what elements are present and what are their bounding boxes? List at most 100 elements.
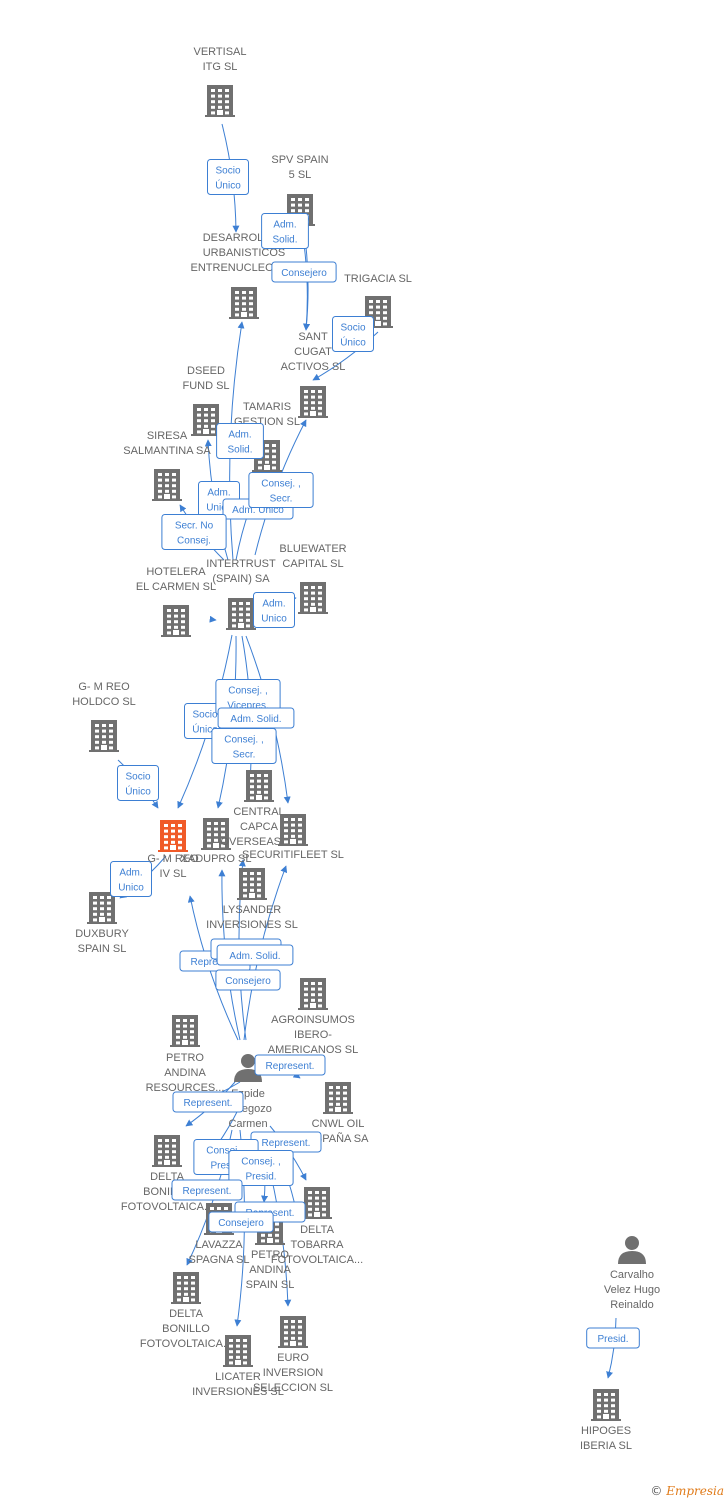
edge-label[interactable]: Represent. [172,1091,244,1113]
node-xadupro[interactable]: XADUPRO SL [181,818,252,865]
edge-label-text: Represent. [183,1186,232,1197]
node-label: INTERTRUST(SPAIN) SA [206,558,276,585]
building-icon [298,978,328,1010]
edge-label-text: Adm. Unico [232,505,284,516]
building-icon [278,1316,308,1348]
edge-label[interactable]: Adm. Solid. [217,707,295,729]
node-label: XADUPRO SL [181,853,252,865]
edge-label[interactable]: Adm.Unico [253,592,295,628]
edge-label-text: Adm.Unico [206,488,232,514]
edge-label[interactable]: Consej. ,Secr. [211,728,277,764]
building-icon [171,1272,201,1304]
building-icon [152,469,182,501]
building-icon [89,720,119,752]
edge-label-text: Consejero [225,976,271,987]
node-securitifleet[interactable]: SECURITIFLEET SL [242,814,344,861]
edge-label-text: Adm.Unico [261,599,287,625]
edge-label[interactable]: Adm.Solid. [216,423,264,459]
edge-label[interactable]: Consejero [215,969,281,991]
edge-label[interactable]: Consej. ,Presid. [228,1150,294,1186]
edge-label[interactable]: Consej. ,Secr. [248,472,314,508]
edge-label-text: Consej. ,Secr. [224,735,263,761]
edge-label[interactable]: Adm.Unico [110,861,152,897]
building-icon [591,1389,621,1421]
building-icon [244,770,274,802]
highlighted-building-icon [158,820,188,852]
node-intertrust[interactable]: INTERTRUST(SPAIN) SA [206,558,276,630]
brand-logo[interactable]: Empresia [666,1484,724,1498]
building-icon [87,892,117,924]
edge-label[interactable]: Consejero [271,261,337,283]
edge-label[interactable]: Consejero [208,1211,274,1233]
edge-label-text: Adm.Solid. [227,430,252,456]
edge-label-text: Consej. ,Presid. [241,1157,280,1183]
building-icon [237,868,267,900]
building-icon [223,1335,253,1367]
edge-label-text: Consejero [281,268,327,279]
building-icon [323,1082,353,1114]
edge-label[interactable]: Adm. Solid. [216,944,294,966]
building-icon [191,404,221,436]
edge-label-text: Consej. ,Secr. [261,479,300,505]
copyright-icon: © [650,1484,663,1498]
building-icon [170,1015,200,1047]
edge-label-text: Consejero [218,1218,264,1229]
edge-label[interactable]: Adm.Solid. [261,213,309,249]
building-icon [278,814,308,846]
edge-label[interactable]: Consej. ,Vicepres. [215,679,281,715]
building-icon [298,386,328,418]
edge-label[interactable]: Represent. [250,1131,322,1153]
edge-label[interactable]: Presid. [586,1327,640,1349]
person-icon [618,1236,646,1264]
edge-label[interactable]: Represent. [171,1179,243,1201]
edge-label[interactable]: Represent. [254,1054,326,1076]
building-icon [161,605,191,637]
building-icon [226,598,256,630]
edge-label-text: Consej. ,Vicepres. [227,686,269,712]
building-icon [302,1187,332,1219]
edge-label-text: Represent. [184,1098,233,1109]
node-label: TRIGACIA SL [344,273,412,285]
